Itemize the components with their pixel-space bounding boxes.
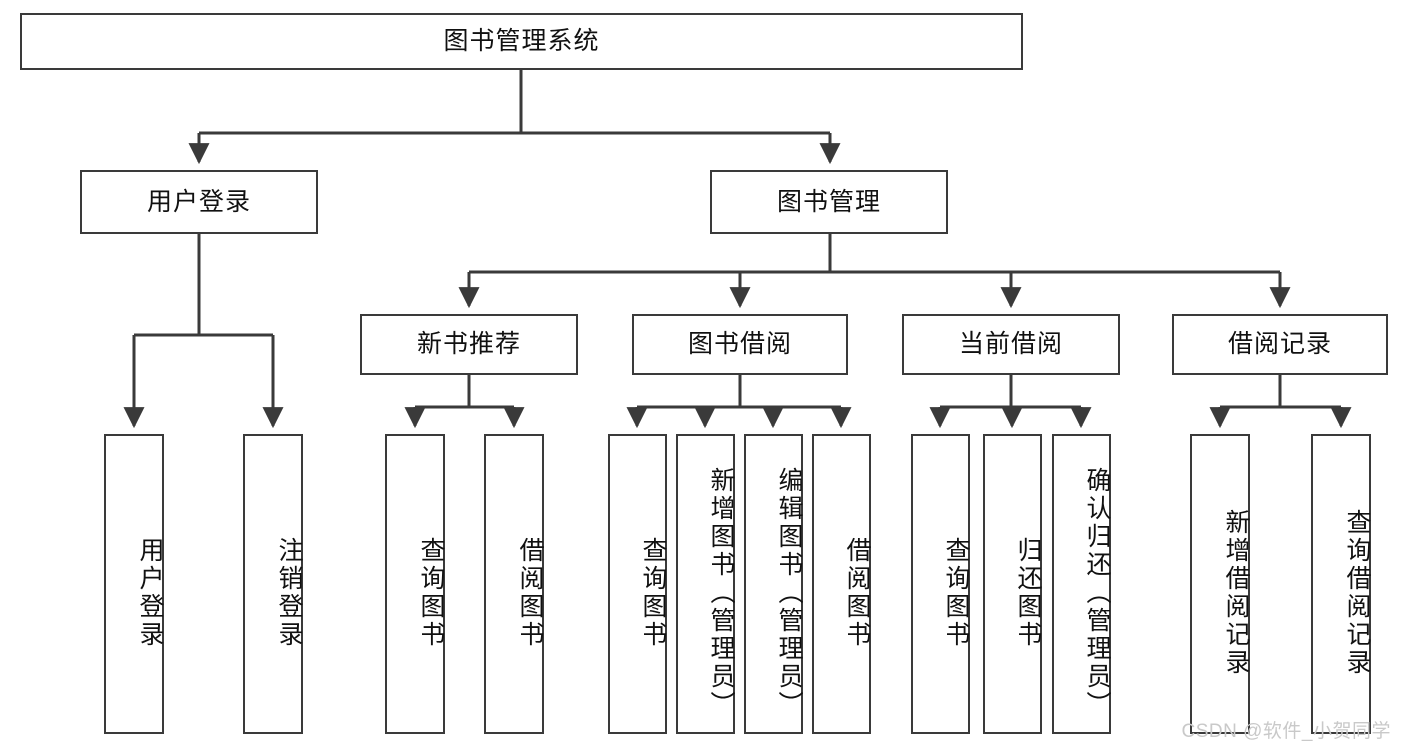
leaf-borrow-book[interactable]: 借阅图书 (812, 434, 871, 734)
leaf-logout-label: 注销登录 (275, 537, 303, 649)
leaf-query-books-newbooks-label: 查询图书 (417, 537, 445, 649)
leaf-confirm-return-admin-label: 确认归还（管理员） (1083, 467, 1111, 719)
node-book-borrow-label: 图书借阅 (687, 330, 792, 358)
node-book-borrow[interactable]: 图书借阅 (632, 314, 848, 375)
node-book-management[interactable]: 图书管理 (710, 170, 948, 234)
leaf-query-books-current-label: 查询图书 (942, 537, 970, 649)
node-book-management-label: 图书管理 (776, 187, 881, 216)
leaf-query-borrow-record[interactable]: 查询借阅记录 (1311, 434, 1371, 734)
leaf-return-book-label: 归还图书 (1014, 537, 1042, 649)
node-root[interactable]: 图书管理系统 (20, 13, 1023, 70)
leaf-user-login[interactable]: 用户登录 (104, 434, 164, 734)
leaf-logout[interactable]: 注销登录 (243, 434, 303, 734)
leaf-user-login-label: 用户登录 (136, 537, 164, 649)
leaf-query-books-borrow[interactable]: 查询图书 (608, 434, 667, 734)
node-user-login[interactable]: 用户登录 (80, 170, 318, 234)
node-new-book-recommend-label: 新书推荐 (416, 330, 521, 358)
leaf-borrow-books-newbooks-label: 借阅图书 (516, 537, 544, 649)
leaf-add-borrow-record-label: 新增借阅记录 (1222, 509, 1250, 677)
node-borrow-records[interactable]: 借阅记录 (1172, 314, 1388, 375)
leaf-add-book-admin-label: 新增图书（管理员） (707, 467, 735, 719)
leaf-add-borrow-record[interactable]: 新增借阅记录 (1190, 434, 1250, 734)
node-borrow-records-label: 借阅记录 (1227, 330, 1332, 358)
leaf-query-books-borrow-label: 查询图书 (639, 537, 667, 649)
node-user-login-label: 用户登录 (146, 187, 251, 216)
leaf-query-books-newbooks[interactable]: 查询图书 (385, 434, 445, 734)
leaf-borrow-books-newbooks[interactable]: 借阅图书 (484, 434, 544, 734)
leaf-add-book-admin[interactable]: 新增图书（管理员） (676, 434, 735, 734)
node-current-borrow-label: 当前借阅 (958, 330, 1063, 358)
leaf-edit-book-admin[interactable]: 编辑图书（管理员） (744, 434, 803, 734)
leaf-query-borrow-record-label: 查询借阅记录 (1343, 509, 1371, 677)
leaf-borrow-book-label: 借阅图书 (843, 537, 871, 649)
node-current-borrow[interactable]: 当前借阅 (902, 314, 1120, 375)
node-new-book-recommend[interactable]: 新书推荐 (360, 314, 578, 375)
leaf-confirm-return-admin[interactable]: 确认归还（管理员） (1052, 434, 1111, 734)
node-root-label: 图书管理系统 (443, 27, 600, 55)
leaf-edit-book-admin-label: 编辑图书（管理员） (775, 467, 803, 719)
leaf-query-books-current[interactable]: 查询图书 (911, 434, 970, 734)
leaf-return-book[interactable]: 归还图书 (983, 434, 1042, 734)
